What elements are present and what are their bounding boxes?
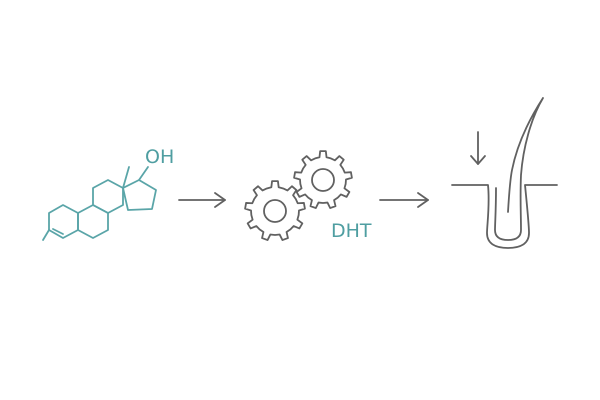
gear-hole — [311, 168, 335, 192]
arrow-right-icon — [379, 192, 429, 208]
gear-outline — [293, 150, 353, 209]
steroid-molecule-icon — [42, 166, 157, 241]
gear-outline — [244, 180, 306, 241]
gear-icon — [244, 180, 306, 241]
dht-label: DHT — [331, 220, 372, 242]
hydroxyl-label: OH — [145, 146, 174, 168]
arrow-down-icon — [470, 131, 486, 165]
arrow-right-icon — [178, 192, 226, 208]
gear-hole — [263, 199, 287, 223]
hair-follicle-icon — [451, 97, 558, 249]
gear-icon — [293, 150, 353, 209]
